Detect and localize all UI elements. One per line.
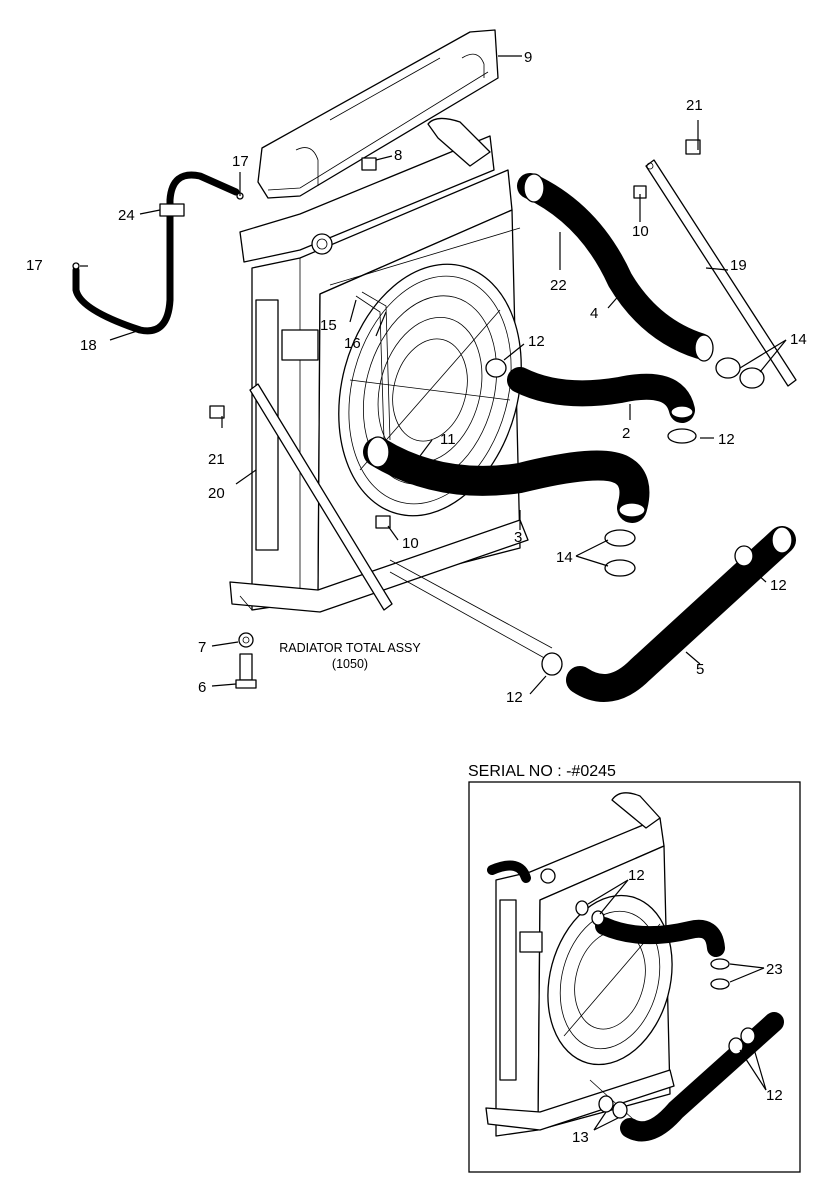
inset-callout-12-upper: 12	[628, 867, 645, 884]
callout-3: 3	[514, 529, 522, 546]
callout-20: 20	[208, 485, 225, 502]
inset-frame	[468, 781, 801, 1173]
main-exploded-view: 9 8 17 24 17 18 21 10 19 22 4 15 16 12 1…	[26, 29, 807, 706]
callout-24: 24	[118, 207, 135, 224]
leader-lines	[80, 55, 787, 695]
callout-21-upper: 21	[686, 97, 703, 114]
assembly-caption-line2: (1050)	[332, 657, 368, 671]
callout-14-right: 14	[790, 331, 807, 348]
callout-21-lower: 21	[208, 451, 225, 468]
serial-inset: SERIAL NO : -#0245	[468, 763, 801, 1173]
callout-12-lower: 12	[506, 689, 523, 706]
callout-12-hose5: 12	[770, 577, 787, 594]
callout-4: 4	[590, 305, 598, 322]
stay-rod-19	[645, 159, 797, 387]
overflow-pipe-16	[355, 295, 385, 441]
hose-5	[566, 526, 796, 702]
radiator-cover	[257, 29, 499, 199]
callout-17-left: 17	[26, 257, 43, 274]
callout-labels: 9 8 17 24 17 18 21 10 19 22 4 15 16 12 1…	[26, 49, 807, 706]
callout-19: 19	[730, 257, 747, 274]
callout-10-lower: 10	[402, 535, 419, 552]
callout-7: 7	[198, 639, 206, 656]
stay-rod-20	[249, 383, 393, 611]
fasteners	[209, 139, 701, 689]
assembly-caption-line1: RADIATOR TOTAL ASSY	[279, 641, 421, 655]
callout-2: 2	[622, 425, 630, 442]
inset-title: SERIAL NO : -#0245	[468, 763, 616, 780]
callout-5: 5	[696, 661, 704, 678]
callout-15: 15	[320, 317, 337, 334]
callout-6: 6	[198, 679, 206, 696]
hose-3	[363, 436, 650, 523]
callout-16: 16	[344, 335, 361, 352]
inset-callout-13: 13	[572, 1129, 589, 1146]
callout-10-upper: 10	[632, 223, 649, 240]
inset-callout-12-lower: 12	[766, 1087, 783, 1104]
hose-4	[517, 173, 714, 362]
callout-11: 11	[440, 431, 456, 448]
lower-pipe	[389, 571, 549, 661]
callout-9: 9	[524, 49, 532, 66]
hose-clamps	[485, 357, 765, 676]
inset-callout-23: 23	[766, 961, 783, 978]
callout-8: 8	[394, 147, 402, 164]
callout-18: 18	[80, 337, 97, 354]
callout-12-fan: 12	[528, 333, 545, 350]
breather-tube	[72, 171, 244, 335]
callout-22: 22	[550, 277, 567, 294]
callout-12-hose2: 12	[718, 431, 735, 448]
callout-14-lower: 14	[556, 549, 573, 566]
hose-2	[507, 367, 695, 423]
callout-17-upper: 17	[232, 153, 249, 170]
